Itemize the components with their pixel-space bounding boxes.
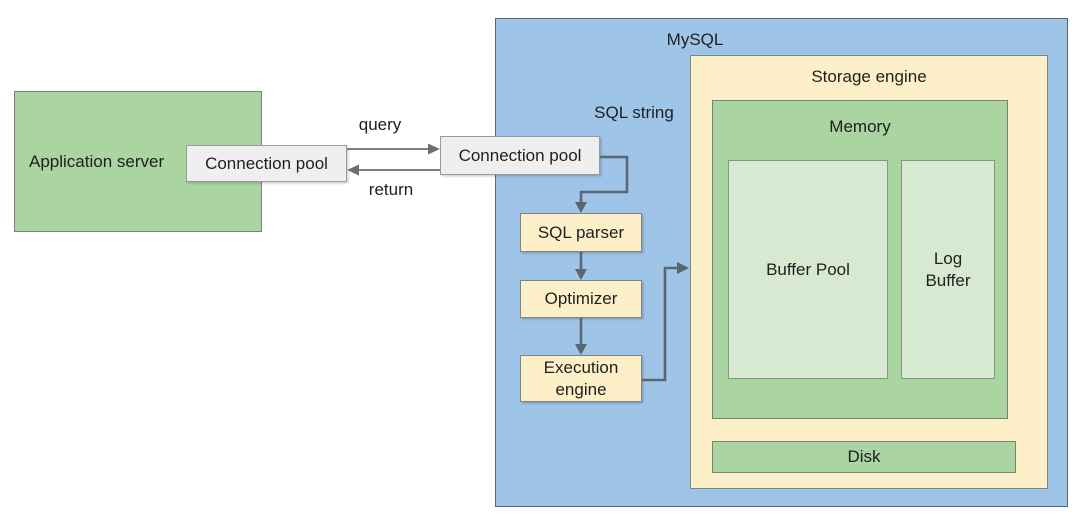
buffer-pool-label: Buffer Pool [766,259,850,279]
log-buffer-label: Log Buffer [925,249,971,290]
execution-engine-label: Execution engine [543,358,619,399]
buffer-pool-box: Buffer Pool [728,160,888,379]
return-arrow [347,164,440,176]
sql-parser-label: SQL parser [537,222,625,242]
disk-label: Disk [847,447,881,467]
connection-pool-mysql-label: Connection pool [458,145,582,165]
query-label: query [358,115,402,134]
mysql-label: MySQL [666,30,724,49]
application-server-label: Application server [29,151,165,171]
disk-box: Disk [712,441,1016,473]
query-arrow [347,143,440,155]
execution-engine-box: Execution engine [520,355,642,402]
sql-parser-box: SQL parser [520,213,642,252]
return-label: return [368,180,414,199]
storage-engine-label: Storage engine [811,67,927,86]
sql-string-label: SQL string [594,103,674,122]
connection-pool-app-label: Connection pool [205,153,328,173]
memory-label: Memory [829,117,891,136]
optimizer-box: Optimizer [520,280,642,318]
connection-pool-mysql-box: Connection pool [440,136,600,175]
log-buffer-box: Log Buffer [901,160,995,379]
connection-pool-app-box: Connection pool [186,145,347,182]
optimizer-label: Optimizer [544,289,618,309]
